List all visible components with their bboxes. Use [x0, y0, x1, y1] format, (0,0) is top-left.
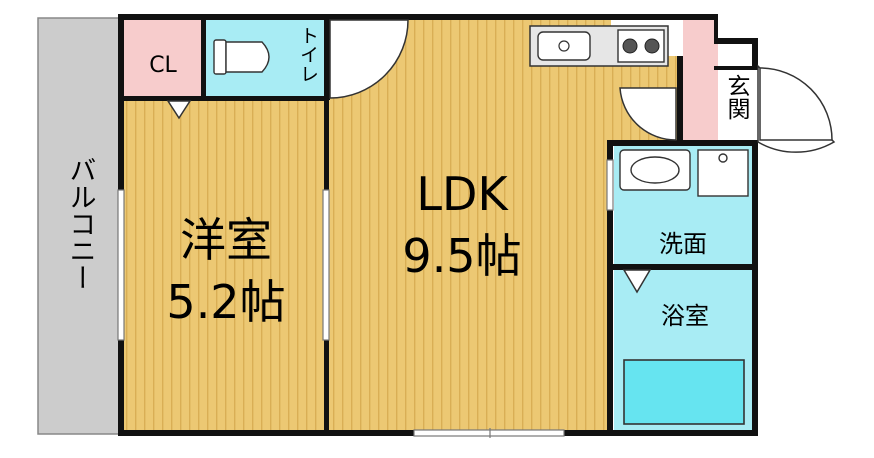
entrance-floor	[683, 20, 718, 142]
entrance-label: 玄関	[723, 74, 750, 120]
bathroom-label: 浴室	[661, 302, 709, 330]
ldk-size: 9.5帖	[402, 229, 521, 283]
western-room-floor	[124, 100, 329, 430]
entrance-door-swing	[759, 67, 833, 141]
kitchen-counter	[529, 25, 669, 67]
bathtub-icon	[623, 359, 745, 425]
closet-door-marker	[166, 100, 192, 120]
toilet-icon	[213, 39, 270, 75]
ldk-name: LDK	[416, 167, 509, 221]
washroom-fixtures	[619, 149, 749, 197]
washroom-door	[619, 87, 677, 141]
toilet-label: トイレ	[297, 26, 319, 83]
closet-label: CL	[149, 53, 177, 78]
windows	[117, 159, 614, 438]
balcony-label: バルコニー	[65, 156, 96, 291]
toilet-door	[329, 19, 409, 99]
western-room-size: 5.2帖	[166, 275, 285, 329]
ldk-floor	[329, 20, 611, 430]
closet-floor	[124, 20, 204, 98]
washroom-label: 洗面	[659, 230, 707, 258]
balcony-area	[37, 17, 121, 435]
western-room-name: 洋室	[180, 213, 272, 267]
sink-icon	[537, 31, 591, 61]
bathroom-door-marker	[622, 269, 652, 294]
